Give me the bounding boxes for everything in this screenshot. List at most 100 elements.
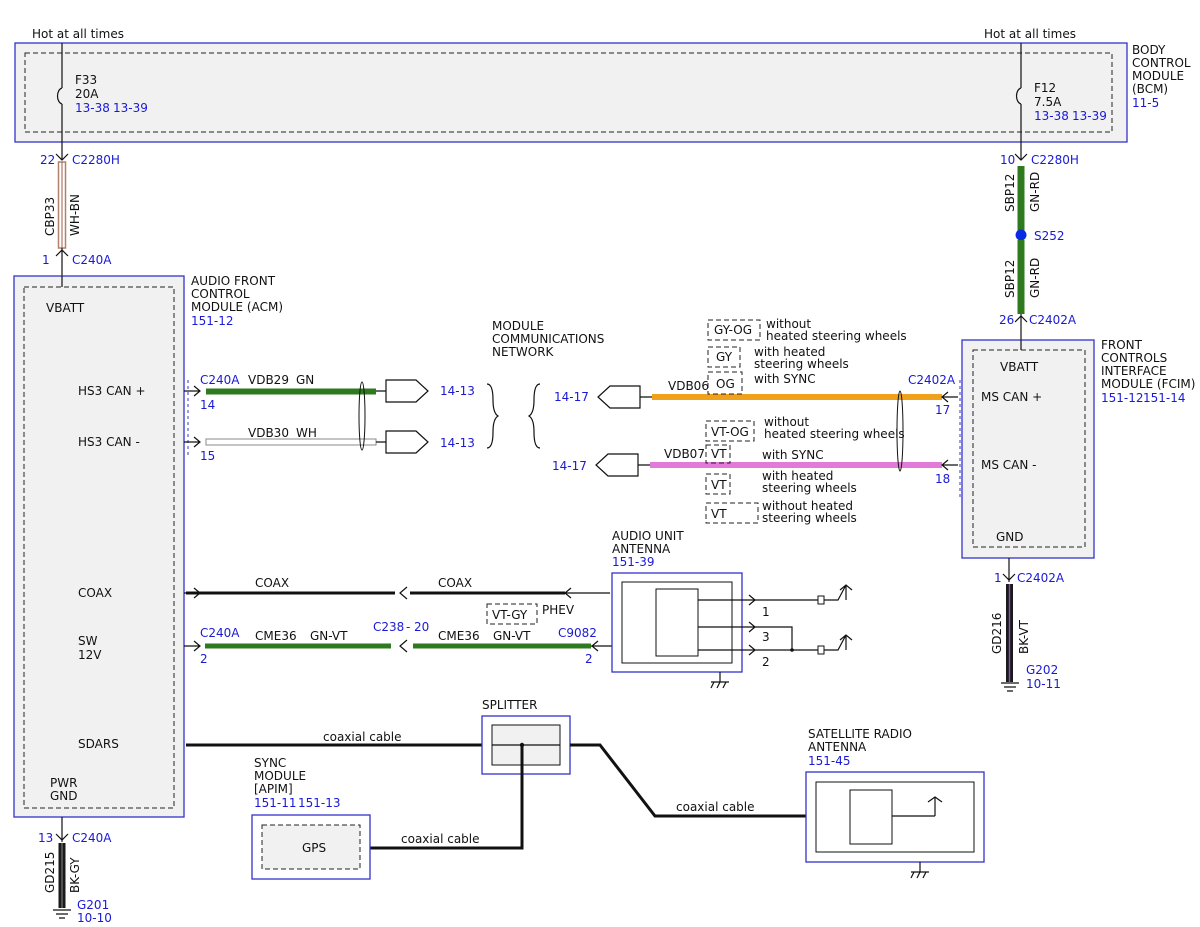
wire-cme36-a-color: GN-VT [310,629,348,643]
bcm-title-4: (BCM) [1132,82,1168,96]
ref-14-13-plus[interactable]: 14-13 [440,384,475,398]
sync-ref2[interactable]: 151-13 [298,796,341,810]
pin-14: 14 [200,398,215,412]
fcim-title-3: INTERFACE [1101,364,1167,378]
ref-14-17-plus[interactable]: 14-17 [554,390,589,404]
network-title-2: COMMUNICATIONS [492,332,604,346]
wire-cme36-a: CME36 [255,629,297,643]
fcim-pin-ms-minus: MS CAN - [981,458,1037,472]
opt-minus-desc-2: with SYNC [762,448,824,462]
fuse-f12-ref1[interactable]: 13-38 [1034,109,1069,123]
acm-gnd-circuit: GD215 [43,852,57,893]
conn-c238-sep: - [406,620,410,634]
splice-label[interactable]: S252 [1034,229,1065,243]
acm-title-3: MODULE (ACM) [191,300,283,314]
sync-ref1[interactable]: 151-11 [254,796,297,810]
pin-10: 10 [1000,153,1015,167]
acm-pin-sw-12v: 12V [78,648,102,662]
acm-title-1: AUDIO FRONT [191,274,276,288]
wire-vdb30-color: WH [296,426,317,440]
fcim-ref2[interactable]: 151-14 [1143,391,1186,405]
coax-label-2: COAX [438,576,472,590]
opt-minus-code-2: VT [711,447,727,461]
ref-14-13-minus[interactable]: 14-13 [440,436,475,450]
opt-plus-desc-1b: heated steering wheels [766,329,907,343]
fuse-f33-ref1[interactable]: 13-38 [75,101,110,115]
pin-15: 15 [200,449,215,463]
conn-c2402a-can: C2402A [908,373,956,387]
wire-circuit-cbp33: CBP33 [43,197,57,236]
acm-pin-pwr: PWR [50,776,77,790]
fcim-title-2: CONTROLS [1101,351,1167,365]
pin-17: 17 [935,403,950,417]
wire-vdb06: VDB06 [668,379,709,393]
ref-14-17-minus[interactable]: 14-17 [552,459,587,473]
sat-ref[interactable]: 151-45 [808,754,851,768]
acm-gnd-color: BK-GY [68,857,82,893]
antenna-title-1: AUDIO UNIT [612,529,684,543]
opt-minus-desc-4b: steering wheels [762,511,857,525]
opt-minus-desc-1b: heated steering wheels [764,427,905,441]
hot-label-right: Hot at all times [984,27,1076,41]
phev-label: PHEV [542,603,575,617]
bcm-title-2: CONTROL [1132,56,1191,70]
opt-plus-code-3: OG [716,377,735,391]
bcm-title-3: MODULE [1132,69,1184,83]
sync-title-1: SYNC [254,756,286,770]
coax-cable-label-1: coaxial cable [323,730,402,744]
acm-ground-circuit: 13 C240A GD215 BK-GY G201 10-10 [38,817,112,925]
coax-cable-label-2: coaxial cable [676,800,755,814]
hs3-can-network: C240A 14 15 VDB29 GN VDB30 WH 14-13 14-1… [184,319,604,463]
sat-title-1: SATELLITE RADIO [808,727,912,741]
wire-cme36-b-color: GN-VT [493,629,531,643]
sync-title-2: MODULE [254,769,306,783]
pin-1-left: 1 [42,253,50,267]
fcim-ground: G202 [1026,663,1058,677]
wire-circuit-sbp12-b: SBP12 [1003,260,1017,298]
antenna-pin-2: 2 [762,655,770,669]
conn-c240a-top: C240A [72,253,112,267]
audio-unit-antenna-circuit: AUDIO UNIT ANTENNA 151-39 COAX COAX C240… [184,529,853,689]
antenna-title-2: ANTENNA [612,542,671,556]
fuse-f33-rating: 20A [75,87,99,101]
fuse-f12-name: F12 [1034,81,1056,95]
sdars-circuit: coaxial cable SPLITTER coaxial cable coa… [186,698,985,880]
fcim-ground-ref[interactable]: 10-11 [1026,677,1061,691]
fuse-f12-ref2[interactable]: 13-39 [1072,109,1107,123]
wire-color-wh-bn: WH-BN [68,194,82,236]
wire-vdb30: VDB30 [248,426,289,440]
wire-vdb07: VDB07 [664,447,705,461]
splice-s252 [1015,229,1027,241]
sat-title-2: ANTENNA [808,740,867,754]
opt-minus-desc-3b: steering wheels [762,481,857,495]
pin-18: 18 [935,472,950,486]
fuse-f33-ref2[interactable]: 13-39 [113,101,148,115]
ms-can-network: 14-17 14-17 VDB06 VDB07 C2402A 17 18 GY-… [552,317,958,525]
wire-sbp12: 10 C2280H SBP12 GN-RD S252 SBP12 GN-RD 2… [999,153,1079,340]
gps-label: GPS [302,841,326,855]
bcm-ref[interactable]: 11-5 [1132,96,1159,110]
acm-ground: G201 [77,898,109,912]
network-title-3: NETWORK [492,345,555,359]
fcim-gnd-pin: 1 [994,571,1002,585]
fcim-pin-gnd: GND [996,530,1024,544]
splitter-title: SPLITTER [482,698,537,712]
acm-ref[interactable]: 151-12 [191,314,234,328]
acm-ground-ref[interactable]: 10-10 [77,911,112,925]
wire-circuit-sbp12-a: SBP12 [1003,174,1017,212]
coax-label-1: COAX [255,576,289,590]
fuse-f33-name: F33 [75,73,97,87]
acm-gnd-conn: C240A [72,831,112,845]
conn-c9082: C9082 [558,626,597,640]
fcim-title-1: FRONT [1101,338,1143,352]
pin-2-right: 2 [585,652,593,666]
opt-minus-desc-1a: without [764,415,809,429]
acm-pin-gnd: GND [50,789,78,803]
opt-minus-code-4: VT [711,507,727,521]
antenna-ref[interactable]: 151-39 [612,555,655,569]
conn-c2280h-left: C2280H [72,153,120,167]
fuse-f12-rating: 7.5A [1034,95,1062,109]
opt-minus-desc-4a: without heated [762,499,853,513]
fcim-ref1[interactable]: 151-12 [1101,391,1144,405]
acm-pin-sdars: SDARS [78,737,119,751]
